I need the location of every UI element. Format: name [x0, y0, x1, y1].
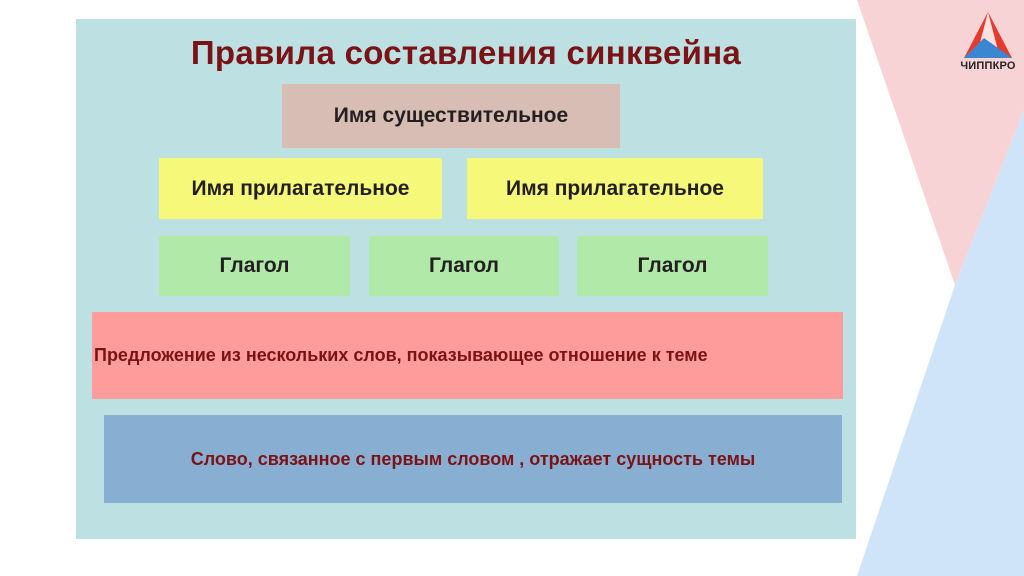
- verb-box-2: Глагол: [369, 236, 559, 296]
- logo-text: ЧИППКРО: [960, 60, 1016, 72]
- corner-pink-triangle: [857, 0, 1024, 285]
- slide-title: Правила составления синквейна: [190, 34, 742, 71]
- corner-blue-triangle: [857, 110, 1024, 576]
- sentence-box: Предложение из нескольких слов, показыва…: [92, 312, 843, 399]
- adjective-box-2: Имя прилагательное: [467, 158, 763, 219]
- adjective-box-1: Имя прилагательное: [159, 158, 442, 219]
- synonym-box: Слово, связанное с первым словом , отраж…: [104, 415, 842, 503]
- verb-box-1: Глагол: [159, 236, 350, 296]
- noun-box: Имя существительное: [282, 84, 620, 148]
- logo-icon: [964, 12, 1012, 58]
- verb-box-3: Глагол: [577, 236, 768, 296]
